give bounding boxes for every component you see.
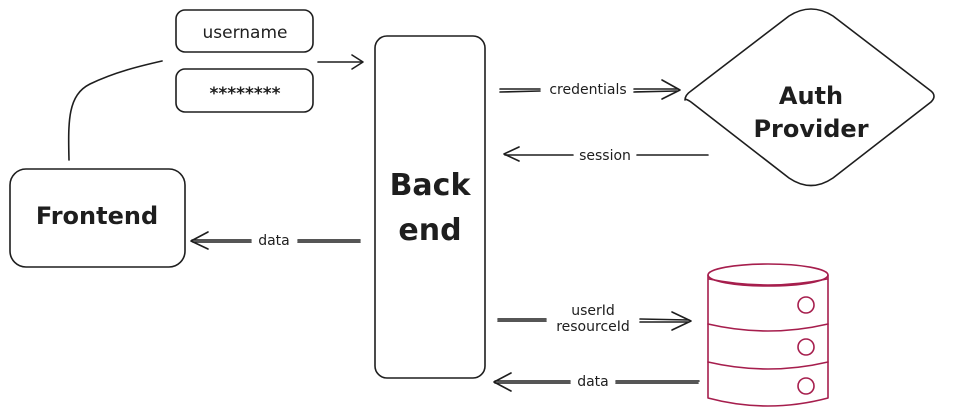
request-label-line2: resourceId bbox=[556, 319, 630, 335]
backend-label-line2: end bbox=[398, 213, 461, 248]
data-to-frontend-label: data bbox=[258, 233, 290, 249]
database-led-bottom bbox=[797, 377, 815, 395]
password-mask: ******** bbox=[209, 84, 280, 104]
frontend-label: Frontend bbox=[36, 202, 158, 230]
inputs-to-backend-arrow bbox=[317, 54, 364, 70]
session-label: session bbox=[579, 148, 631, 164]
request-label-line1: userId bbox=[571, 303, 615, 319]
database-led-middle bbox=[797, 338, 815, 356]
request-arrow: userId resourceId bbox=[497, 303, 692, 335]
auth-provider-diamond: Auth Provider bbox=[684, 8, 935, 187]
database-icon bbox=[707, 263, 829, 407]
credentials-arrow: credentials bbox=[499, 79, 681, 100]
backend-label-line1: Back bbox=[390, 168, 472, 203]
password-input[interactable]: ******** bbox=[175, 68, 314, 113]
username-label: username bbox=[203, 23, 288, 43]
auth-label-line2: Provider bbox=[753, 115, 868, 143]
database-led-top bbox=[797, 296, 815, 314]
auth-label-line1: Auth bbox=[779, 82, 843, 110]
frontend-box: Frontend bbox=[9, 168, 186, 268]
session-arrow: session bbox=[503, 146, 709, 164]
frontend-to-inputs-line bbox=[67, 60, 163, 161]
data-to-frontend-arrow: data bbox=[190, 231, 361, 250]
credentials-label: credentials bbox=[549, 82, 626, 98]
data-from-db-label: data bbox=[577, 374, 609, 390]
username-input[interactable]: username bbox=[175, 9, 314, 53]
data-from-db-arrow: data bbox=[493, 372, 700, 392]
backend-box: Back end bbox=[374, 35, 486, 379]
